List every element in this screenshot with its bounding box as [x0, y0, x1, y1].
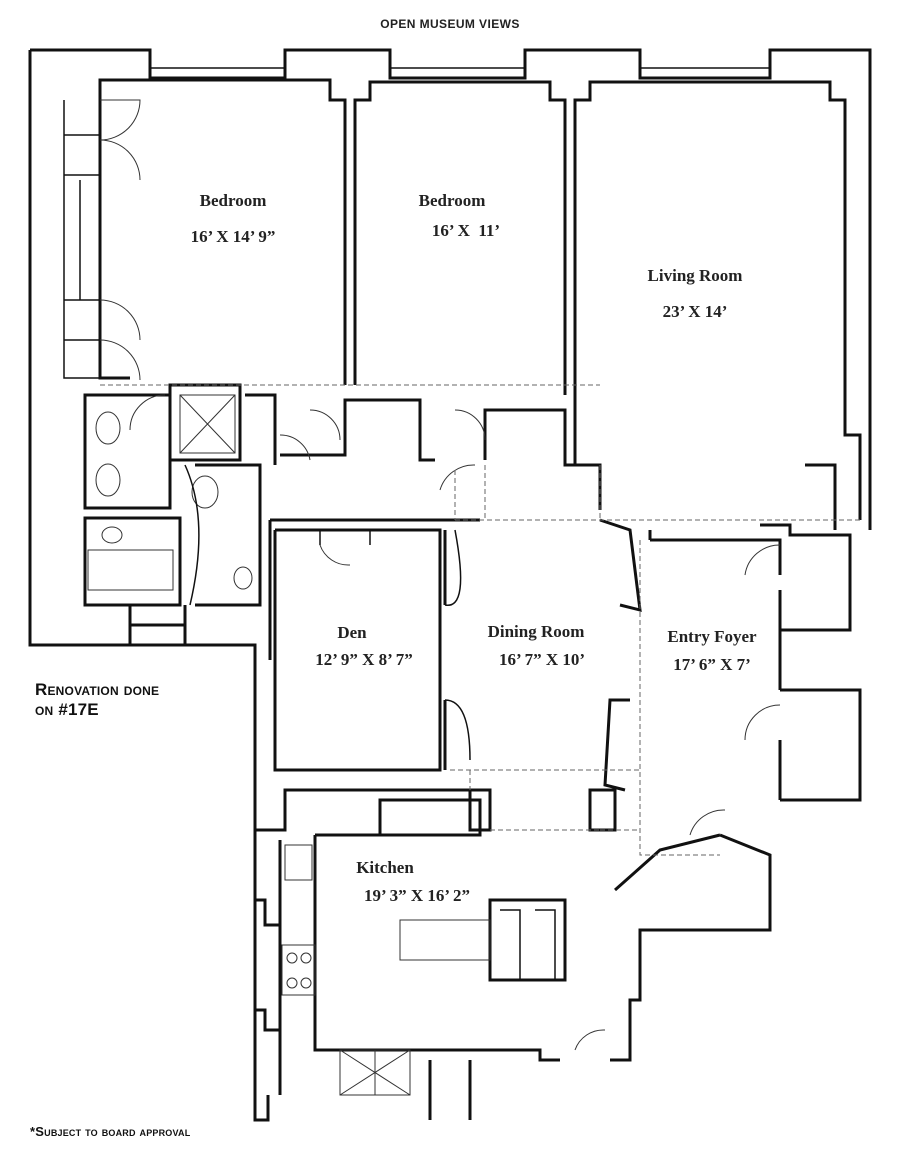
exterior-walls	[28, 48, 872, 1122]
kitchen-dims: 19’ 3” X 16’ 2”	[364, 886, 470, 905]
entry-foyer-dims: 17’ 6” X 7’	[673, 655, 751, 674]
living-room-dims: 23’ X 14’	[663, 302, 728, 321]
board-approval-footnote: *Subject to board approval	[30, 1124, 191, 1139]
den-dims: 12’ 9” X 8’ 7”	[315, 650, 413, 669]
plan-title: OPEN MUSEUM VIEWS	[380, 17, 520, 31]
living-room-name: Living Room	[648, 266, 743, 285]
fixtures	[87, 394, 253, 606]
renovation-note-line1: Renovation done	[35, 680, 160, 699]
entry-foyer-name: Entry Foyer	[667, 627, 757, 646]
dashed-guides	[100, 384, 860, 856]
doors	[99, 99, 781, 1051]
dining-room-name: Dining Room	[488, 622, 585, 641]
bedroom-1-dims: 16’ X 14’ 9”	[191, 227, 276, 246]
den-name: Den	[337, 623, 367, 642]
dining-room-dims: 16’ 7” X 10’	[499, 650, 585, 669]
bedroom-2-dims: 16’ X 11’	[432, 221, 500, 240]
kitchen-name: Kitchen	[356, 858, 414, 877]
bedroom-2-name: Bedroom	[419, 191, 486, 210]
renovation-note: Renovation done on #17E	[35, 680, 159, 720]
bedroom-1-name: Bedroom	[200, 191, 267, 210]
renovation-note-line2: on #17E	[35, 700, 99, 719]
